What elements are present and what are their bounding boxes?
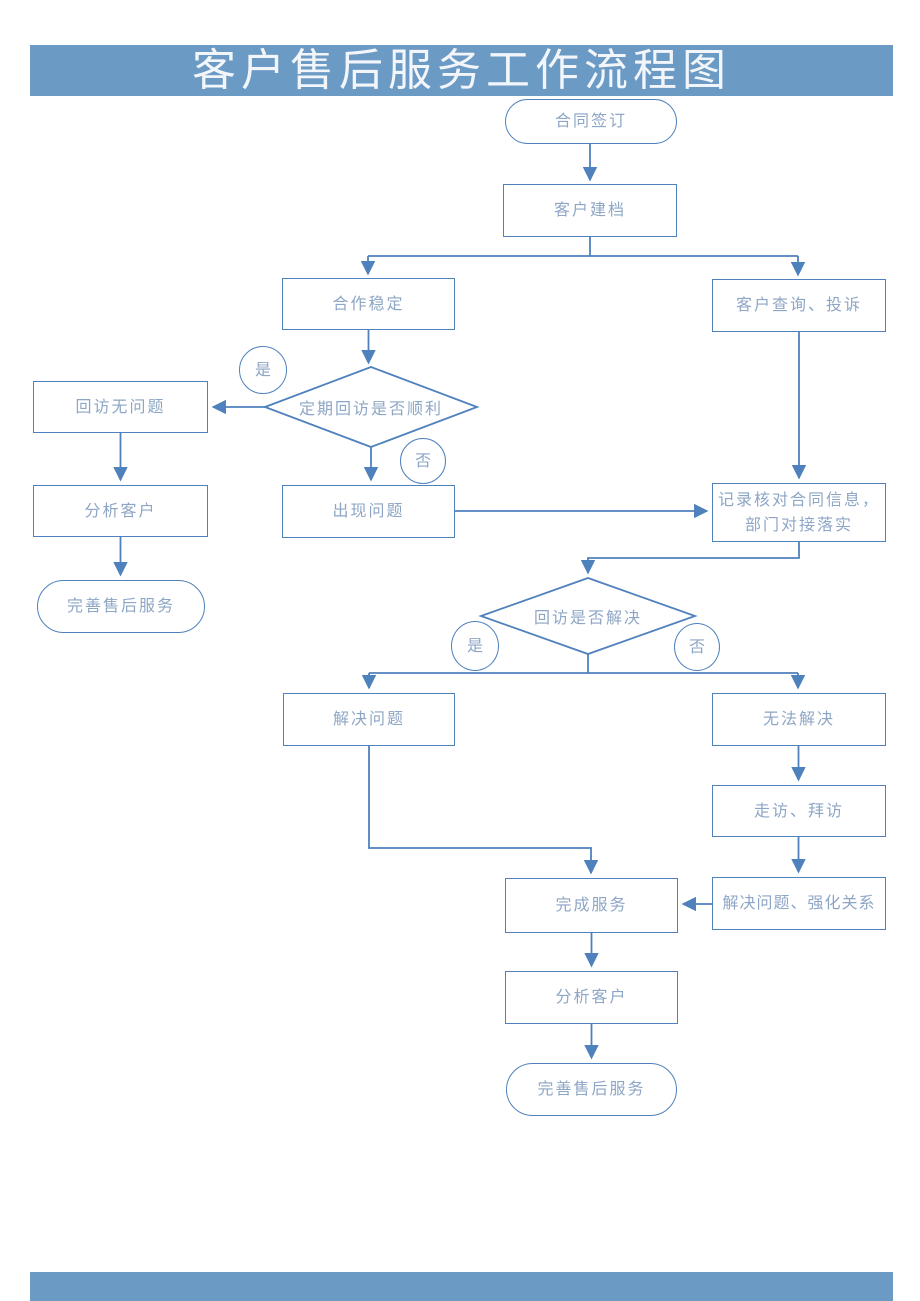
footer-bar — [30, 1272, 893, 1301]
node-analyze-left-label: 分析客户 — [84, 502, 157, 520]
decision1-diamond — [262, 366, 480, 448]
node-improve-left-label: 完善售后服务 — [66, 598, 175, 615]
label-no-1: 否 — [400, 438, 446, 484]
node-unsolvable: 无法解决 — [712, 693, 886, 746]
label-yes-1-text: 是 — [254, 361, 271, 379]
node-problem-label: 出现问题 — [332, 503, 405, 520]
edge-filing-split — [368, 234, 798, 257]
node-no-problem: 回访无问题 — [33, 381, 208, 433]
edge-record-decision2 — [580, 542, 800, 575]
node-visit-label: 走访、拜访 — [753, 802, 844, 820]
node-inquiry-label: 客户查询、投诉 — [735, 297, 862, 314]
node-analyze-bottom: 分析客户 — [505, 971, 678, 1024]
node-stable: 合作稳定 — [282, 278, 455, 330]
node-filing-label: 客户建档 — [553, 202, 626, 219]
edge-decision2-split — [369, 654, 798, 674]
node-solve-label: 解决问题 — [332, 711, 405, 728]
node-record: 记录核对合同信息， 部门对接落实 — [712, 483, 886, 542]
node-filing: 客户建档 — [503, 184, 677, 237]
edge-solve-complete — [368, 746, 599, 875]
node-start: 合同签订 — [505, 99, 677, 144]
page-title: 客户售后服务工作流程图 — [192, 45, 731, 95]
decision1-text: 定期回访是否顺利 — [298, 401, 443, 418]
label-yes-2-text: 是 — [466, 637, 483, 655]
decision2-label: 回访是否解决 — [498, 601, 678, 631]
node-improve-bottom-label: 完善售后服务 — [537, 1081, 646, 1098]
decision1-label: 定期回访是否顺利 — [281, 392, 461, 422]
decision2-text: 回访是否解决 — [533, 610, 642, 627]
node-complete: 完成服务 — [505, 878, 678, 933]
node-start-label: 合同签订 — [554, 113, 627, 130]
node-improve-bottom: 完善售后服务 — [506, 1063, 677, 1116]
node-visit: 走访、拜访 — [712, 785, 886, 837]
node-solve: 解决问题 — [283, 693, 455, 746]
node-analyze-bottom-label: 分析客户 — [555, 989, 628, 1006]
node-improve-left: 完善售后服务 — [37, 580, 205, 633]
node-record-line1: 记录核对合同信息， — [717, 491, 880, 509]
decision2-diamond — [478, 577, 698, 655]
node-problem: 出现问题 — [282, 485, 455, 538]
node-inquiry: 客户查询、投诉 — [712, 279, 886, 332]
node-strengthen: 解决问题、强化关系 — [712, 877, 886, 930]
label-no-2-text: 否 — [688, 638, 705, 656]
node-no-problem-label: 回访无问题 — [75, 398, 166, 416]
label-yes-1: 是 — [239, 346, 287, 394]
title-banner: 客户售后服务工作流程图 — [30, 45, 893, 96]
label-no-2: 否 — [674, 623, 720, 671]
node-strengthen-label: 解决问题、强化关系 — [722, 895, 876, 912]
label-no-1-text: 否 — [414, 452, 431, 470]
node-unsolvable-label: 无法解决 — [762, 711, 835, 728]
node-stable-label: 合作稳定 — [332, 295, 405, 313]
label-yes-2: 是 — [451, 621, 499, 671]
node-record-line2: 部门对接落实 — [744, 516, 853, 534]
node-complete-label: 完成服务 — [555, 897, 628, 914]
node-analyze-left: 分析客户 — [33, 485, 208, 537]
